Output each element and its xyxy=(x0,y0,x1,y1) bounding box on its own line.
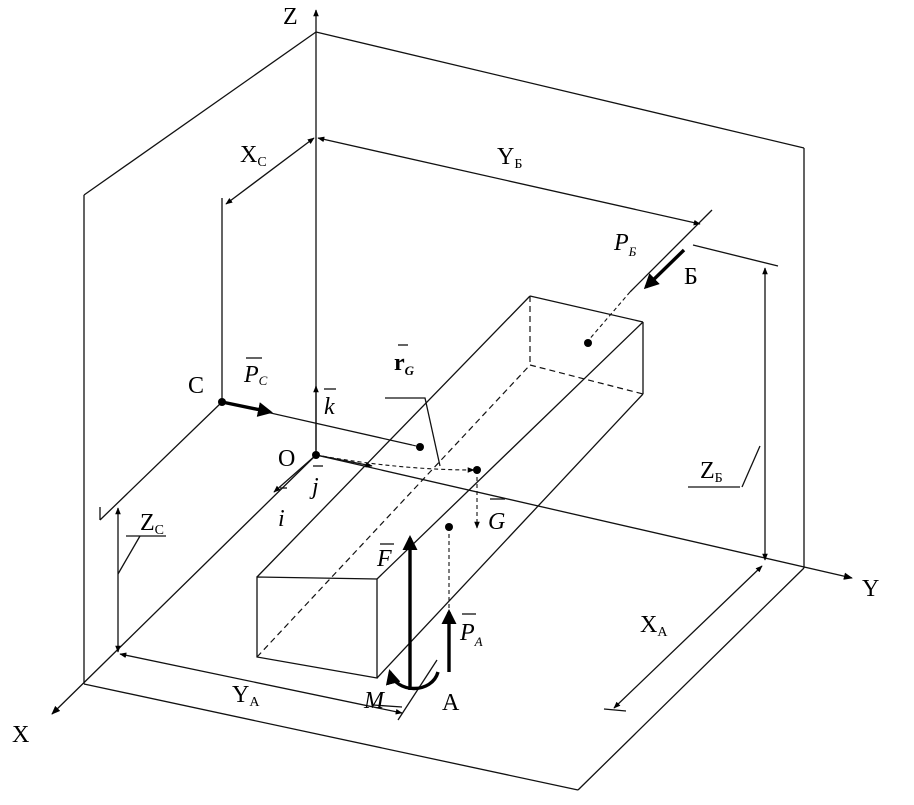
zb-dim-label: ZБ xyxy=(700,458,723,486)
f-label: F xyxy=(376,546,392,572)
yb-dim-label: YБ xyxy=(497,144,522,172)
y-axis-label: Y xyxy=(862,576,879,602)
pb-dashed xyxy=(586,291,631,343)
dim-yb xyxy=(317,136,701,226)
pb-line xyxy=(629,209,713,293)
zc-leader xyxy=(117,535,141,575)
j-label: j xyxy=(309,474,319,500)
dim-xc xyxy=(225,137,315,205)
pc-dashed xyxy=(411,444,421,448)
point-o xyxy=(312,451,320,459)
pc-label: PC xyxy=(243,362,268,388)
xa-dim-label: XA xyxy=(640,612,668,640)
point-c xyxy=(218,398,226,406)
moment-arc xyxy=(385,669,440,691)
origin-label: O xyxy=(278,446,295,472)
m-label: M xyxy=(363,688,386,714)
point-pc xyxy=(416,443,424,451)
point-g xyxy=(473,466,481,474)
g-label: G xyxy=(488,509,505,535)
x-axis-label: X xyxy=(12,722,29,748)
point-c-label: C xyxy=(188,373,204,399)
zb-leader xyxy=(741,445,761,488)
i-label: i xyxy=(278,506,285,532)
x-axis xyxy=(51,454,317,715)
point-b-label: Б xyxy=(684,264,698,290)
ya-dim-label: YA xyxy=(232,682,260,710)
point-b xyxy=(584,339,592,347)
xc-dim-label: XC xyxy=(240,142,267,170)
point-pa xyxy=(445,523,453,531)
vector-overbars xyxy=(126,344,740,615)
ext-zb xyxy=(692,244,779,267)
ext-xa xyxy=(603,708,627,712)
k-label: k xyxy=(324,394,335,420)
rg-vector xyxy=(315,454,475,473)
rg-label: rG xyxy=(394,350,415,378)
pb-label: PБ xyxy=(613,230,637,259)
zc-dim-label: ZC xyxy=(140,510,164,538)
pc-vector xyxy=(221,400,273,417)
coordinate-frame xyxy=(83,31,805,791)
pa-label: PA xyxy=(459,620,483,649)
dim-xa xyxy=(613,565,763,709)
line-c-to-a xyxy=(99,401,223,521)
pb-vector xyxy=(643,248,686,290)
rg-leader xyxy=(385,397,441,467)
dim-ya xyxy=(119,652,403,715)
point-a-label: A xyxy=(442,690,460,716)
z-axis-label: Z xyxy=(283,4,298,30)
i-vector xyxy=(273,454,317,493)
